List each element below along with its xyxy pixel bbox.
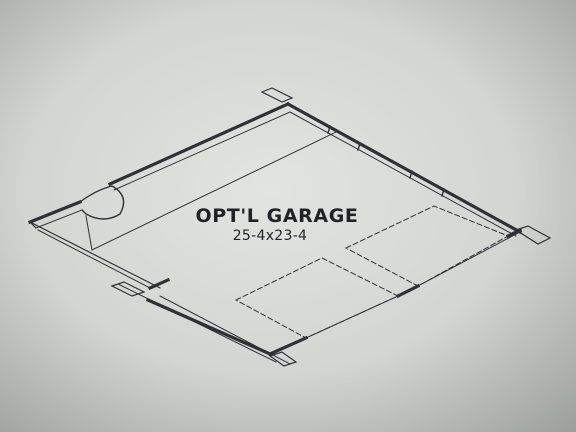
garage-plan [27, 87, 552, 367]
interior-slab-edge [85, 215, 93, 251]
wall-extension-right [514, 225, 552, 245]
wall-top-left [107, 101, 291, 191]
window-markers [327, 125, 445, 197]
parking-space-right [344, 205, 510, 287]
room-dimension-label: 25-4x23-4 [233, 228, 308, 244]
door-swing [79, 185, 125, 220]
interior-slab-line [91, 131, 337, 251]
room-name-label: OPT'L GARAGE [196, 205, 359, 227]
parking-space-left [234, 257, 400, 339]
wall-bottom [110, 277, 298, 367]
wall-step-left [29, 221, 161, 289]
wall-extension-top [260, 87, 294, 103]
